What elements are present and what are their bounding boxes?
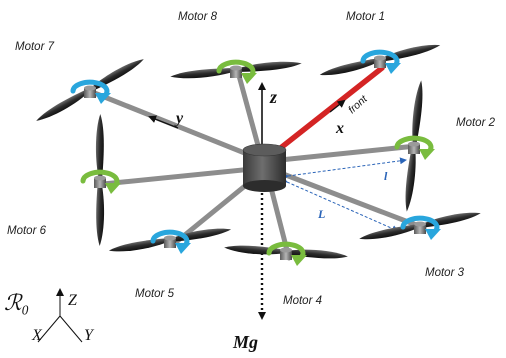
- rotation-arrow-2: [394, 135, 434, 156]
- arm-motor-1-front: [275, 65, 385, 153]
- motor-8-label: Motor 8: [178, 11, 218, 23]
- propeller-6: [95, 113, 105, 247]
- z-axis-label: z: [269, 87, 277, 107]
- motor-4-label: Motor 4: [283, 295, 322, 307]
- motor-6-can: [94, 178, 106, 188]
- y-axis-arrow: [148, 115, 179, 129]
- propeller-2: [405, 80, 423, 212]
- motor-6-label: Motor 6: [7, 225, 47, 237]
- motor-labels: Motor 1 Motor 2 Motor 3 Motor 4 Motor 5 …: [7, 11, 496, 307]
- motors-layer: [36, 44, 481, 266]
- dim-L-arrow: [280, 176, 399, 232]
- motor-4-can: [280, 250, 292, 260]
- rotation-arrow-4: [266, 241, 306, 262]
- motor-2-can: [408, 144, 420, 154]
- motor-1-label: Motor 1: [346, 11, 385, 23]
- inertial-frame: ℛ₀ Z X Y: [4, 288, 95, 344]
- dim-l-label: l: [384, 169, 388, 183]
- frame-y-label: Y: [84, 327, 95, 344]
- motor-6: [80, 113, 121, 247]
- dim-L-label: L: [317, 207, 325, 221]
- motor-1: [319, 44, 441, 76]
- motor-5-label: Motor 5: [135, 288, 175, 300]
- motor-2-label: Motor 2: [456, 117, 496, 129]
- motor-8: [170, 59, 302, 84]
- motor-7-label: Motor 7: [15, 41, 55, 53]
- dim-l-arrow: [281, 157, 407, 181]
- rotation-arrow-8: [216, 59, 256, 80]
- x-axis-arrow: [329, 99, 346, 113]
- motor-3: [359, 212, 481, 240]
- frame-name: ℛ₀: [4, 290, 29, 315]
- y-axis-label: y: [174, 110, 184, 127]
- gravity-label: Mg: [232, 332, 258, 352]
- motor-4: [224, 241, 348, 266]
- arm-motor-7: [89, 89, 265, 163]
- motor-3-label: Motor 3: [425, 267, 465, 279]
- rotation-arrow-3: [400, 215, 440, 236]
- x-axis-label: x: [335, 120, 344, 137]
- motor-5-can: [164, 238, 176, 248]
- motor-2: [394, 80, 435, 212]
- motor-1-can: [374, 58, 386, 68]
- rotation-arrow-1: [360, 49, 400, 70]
- arm-motor-6: [100, 165, 265, 187]
- central-hub: [242, 143, 287, 192]
- motor-7: [36, 59, 144, 121]
- motor-5: [108, 228, 232, 254]
- motor-3-can: [414, 224, 426, 234]
- frame-x-label: X: [31, 327, 43, 344]
- rotation-arrow-7: [70, 79, 110, 100]
- rotation-arrow-5: [150, 229, 190, 250]
- motor-8-can: [230, 68, 242, 78]
- motor-7-can: [84, 88, 96, 98]
- frame-z-label: Z: [68, 292, 78, 309]
- rotation-arrow-6: [80, 169, 120, 190]
- arm-motor-3: [275, 169, 427, 231]
